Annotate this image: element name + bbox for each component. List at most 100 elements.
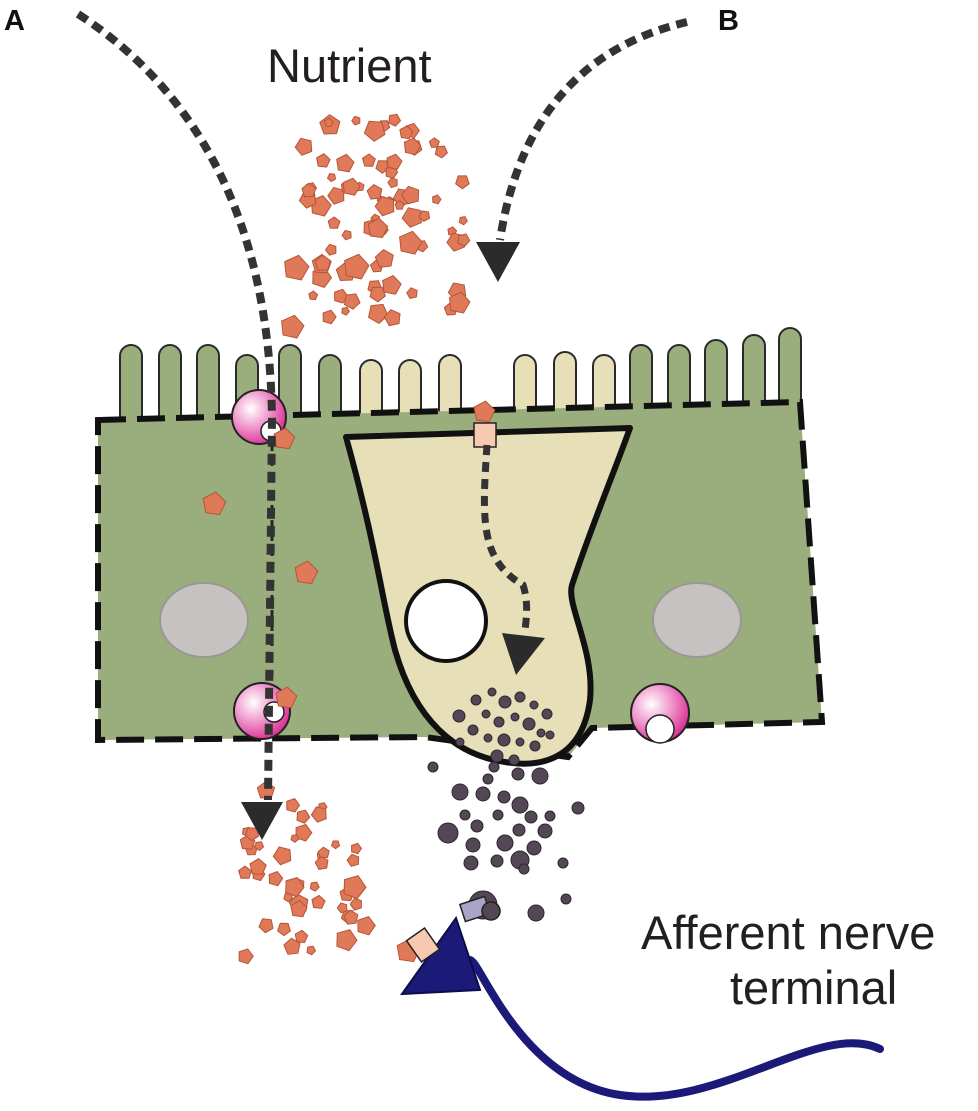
nutrient-particle-icon [336, 153, 355, 173]
nutrient-particle-icon [388, 113, 402, 127]
secretory-granule-icon [511, 796, 529, 814]
nutrient-particle-icon [285, 877, 305, 898]
nutrient-particle-icon [342, 177, 361, 196]
nutrient-particle-icon [272, 846, 292, 866]
nutrient-particle-icon [244, 827, 260, 842]
nutrient-particle-icon [249, 857, 267, 875]
nutrient-particle-icon [295, 823, 313, 842]
secretory-granule-icon [451, 783, 469, 801]
nutrient-particle-icon [290, 834, 300, 843]
nutrient-particle-icon [432, 194, 442, 205]
nutrient-particle-icon [366, 183, 383, 200]
nutrient-particle-icon [336, 929, 358, 952]
nutrient-particle-icon [283, 937, 301, 955]
nutrient-particle-icon [281, 314, 305, 339]
secretory-granule-icon [531, 767, 549, 785]
secretory-granule-icon [463, 855, 479, 871]
nutrient-particle-icon [336, 902, 348, 914]
nutrient-particle-icon [341, 229, 352, 241]
pathway-arrow-icon [241, 802, 283, 840]
nerve-label-line1: Afferent nerve [641, 906, 935, 959]
secretory-granule-icon [470, 694, 482, 706]
nutrient-particle-icon [327, 216, 341, 229]
nutrient-particle-icon [286, 798, 301, 813]
secretory-granule-icon [483, 733, 493, 743]
nucleus-icon [652, 582, 742, 658]
secretory-granule-icon [490, 854, 504, 868]
nutrient-particle-icon [363, 120, 386, 142]
nutrient-particle-icon [434, 145, 449, 159]
secretory-granule-icon [529, 700, 539, 710]
secretory-granule-icon [524, 810, 538, 824]
nutrient-particle-icon [309, 881, 320, 892]
nutrient-particle-icon [301, 182, 317, 198]
nutrient-particles [202, 113, 496, 965]
secretory-granule-icon [475, 786, 491, 802]
nutrient-particle-icon [357, 916, 376, 936]
secretory-granule-icon [490, 749, 504, 763]
afferent-nerve [466, 956, 884, 1101]
nutrient-particle-icon [374, 248, 394, 268]
nutrient-particle-icon [327, 186, 345, 205]
nutrient-particle-icon [374, 195, 395, 217]
nutrient-particle-icon [369, 286, 386, 303]
nutrient-particle-icon [314, 254, 331, 271]
enteroendocrine-cell [343, 425, 633, 767]
nutrient-particle-icon [401, 207, 422, 228]
nutrient-particle-icon [308, 290, 319, 301]
nutrient-particle-icon [399, 125, 414, 140]
panel-label-b: B [718, 5, 739, 37]
nutrient-particle-icon [341, 306, 351, 316]
nutrient-particle-icon [277, 922, 291, 937]
receptor-icon [473, 422, 497, 448]
nutrient-particle-icon [294, 929, 309, 944]
nutrient-particle-icon [314, 856, 329, 870]
secretory-granule-icon [560, 893, 572, 905]
nutrient-particle-icon [323, 117, 334, 127]
receptor-icon [405, 926, 441, 964]
secretory-granule-icon [557, 857, 569, 869]
nutrient-particle-icon [294, 137, 313, 156]
nutrient-particle-icon [238, 865, 252, 879]
secretory-granule-icon [497, 790, 511, 804]
transporter-icon [630, 683, 690, 744]
nutrient-particle-icon [273, 427, 296, 450]
nutrient-particle-icon [387, 177, 398, 189]
nutrient-label: Nutrient [267, 39, 432, 92]
nutrient-particle-icon [310, 806, 327, 823]
nerve-label-line2: terminal [730, 961, 897, 1014]
pathway-arrow-b [496, 18, 688, 241]
secretory-granule-icon [537, 823, 553, 839]
nutrient-particle-icon [343, 875, 367, 900]
nutrient-particle-icon [344, 253, 370, 280]
secretory-granule-icon [571, 801, 585, 815]
nutrient-particle-icon [361, 153, 376, 167]
secretory-granule-icon [544, 810, 556, 822]
secretory-granule-icon [529, 740, 541, 752]
secretory-granule-icon [481, 901, 501, 921]
nutrient-particle-icon [458, 216, 468, 226]
secretory-granule-icon [498, 695, 512, 709]
nutrient-particle-icon [455, 175, 470, 190]
nutrient-particle-icon [367, 217, 389, 239]
secretory-granule-icon [482, 773, 494, 785]
secretory-granule-icon [452, 709, 466, 723]
secretory-granule-icon [465, 837, 481, 853]
secretory-granule-icon [459, 809, 471, 821]
secretory-granule-icon [518, 863, 530, 875]
secretory-granule-icon [511, 767, 525, 781]
secretory-granule-icon [497, 733, 511, 747]
secretory-granule-icon [496, 834, 514, 852]
nutrient-particle-icon [343, 909, 359, 925]
secretory-granule-icon [437, 822, 459, 844]
nutrient-particle-icon [343, 293, 361, 310]
nutrient-particle-icon [383, 309, 401, 327]
secretory-granule-icon [487, 687, 497, 697]
secretory-granule-icon [481, 709, 491, 719]
pathway-arrow-a [75, 10, 277, 801]
panel-label-a: A [4, 5, 25, 37]
nutrient-particle-icon [346, 853, 360, 867]
nutrient-particle-icon [296, 809, 311, 824]
secretory-granule-icon [514, 691, 526, 703]
secretory-granule-icon [515, 737, 525, 747]
